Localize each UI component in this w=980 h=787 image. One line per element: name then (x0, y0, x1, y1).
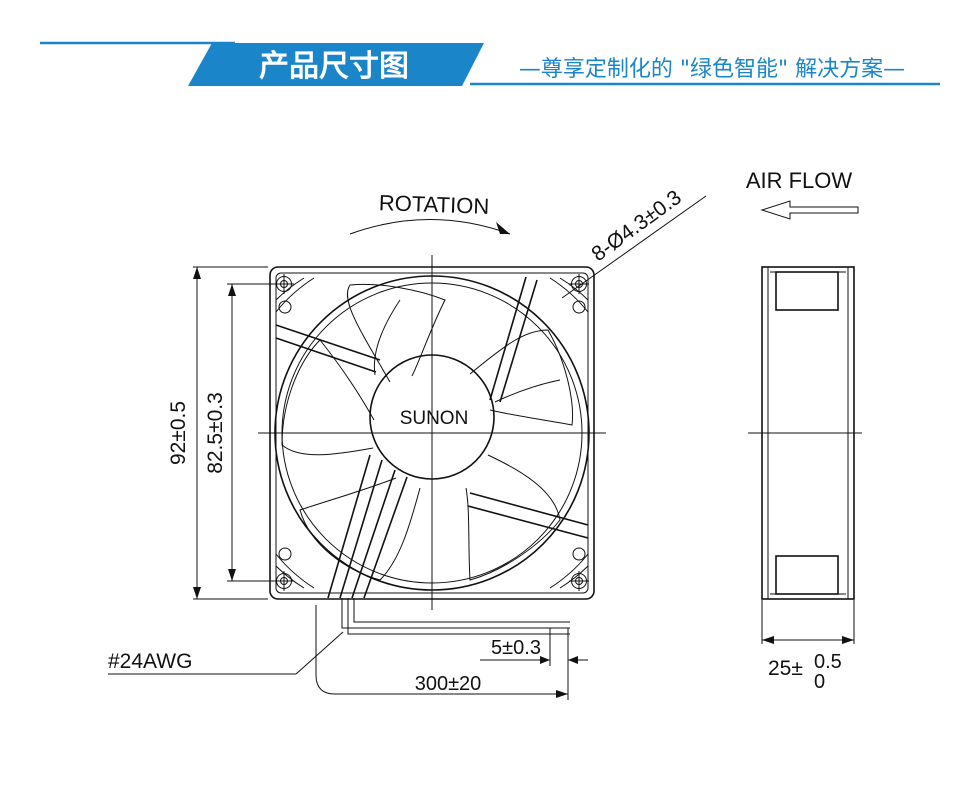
hole-spacing-label: 82.5±0.3 (204, 392, 227, 474)
fan-blades (281, 283, 574, 581)
hole-spec-label: 8-Ø4.3±0.3 (587, 186, 685, 266)
dim-strip-length (480, 628, 588, 700)
depth-label: 25± (768, 657, 803, 680)
dim-hole-spacing (227, 283, 274, 582)
side-flange-bottom (775, 555, 839, 595)
dim-outer-height (193, 266, 268, 600)
depth-lower-tol: 0 (814, 671, 825, 693)
brand-label: SUNON (400, 408, 469, 429)
air-flow-label: AIR FLOW (746, 168, 853, 193)
header-title-tab (188, 43, 484, 86)
dim-depth (761, 600, 855, 644)
side-flange-top (775, 271, 839, 311)
header-title: 产品尺寸图 (259, 49, 409, 84)
mounting-hole (274, 571, 294, 591)
depth-upper-tol: 0.5 (814, 651, 842, 673)
mounting-hole-secondary (278, 300, 586, 561)
dim-lead-length (315, 605, 568, 698)
air-flow-indicator: AIR FLOW (746, 168, 859, 220)
hole-spec-callout: 8-Ø4.3±0.3 (561, 186, 707, 299)
lead-length-label: 300±20 (415, 673, 482, 695)
motor-struts (275, 276, 589, 599)
outer-size-label: 92±0.5 (167, 401, 190, 465)
rotation-indicator: ROTATION (349, 190, 511, 235)
mounting-hole (274, 274, 294, 294)
centre-lines (258, 255, 606, 610)
header-banner: 产品尺寸图 —尊享定制化的 "绿色智能" 解决方案— (40, 41, 940, 86)
mounting-hole (569, 571, 589, 591)
header-subtitle: —尊享定制化的 "绿色智能" 解决方案— (519, 57, 905, 82)
wire-gauge-label: #24AWG (108, 650, 192, 673)
strip-length-label: 5±0.3 (491, 637, 541, 659)
fan-side-view (748, 266, 862, 600)
lead-wires (341, 598, 570, 635)
wire-gauge-callout: #24AWG (108, 631, 344, 675)
rotation-label: ROTATION (378, 190, 489, 219)
fan-front-view: SUNON (258, 255, 606, 635)
